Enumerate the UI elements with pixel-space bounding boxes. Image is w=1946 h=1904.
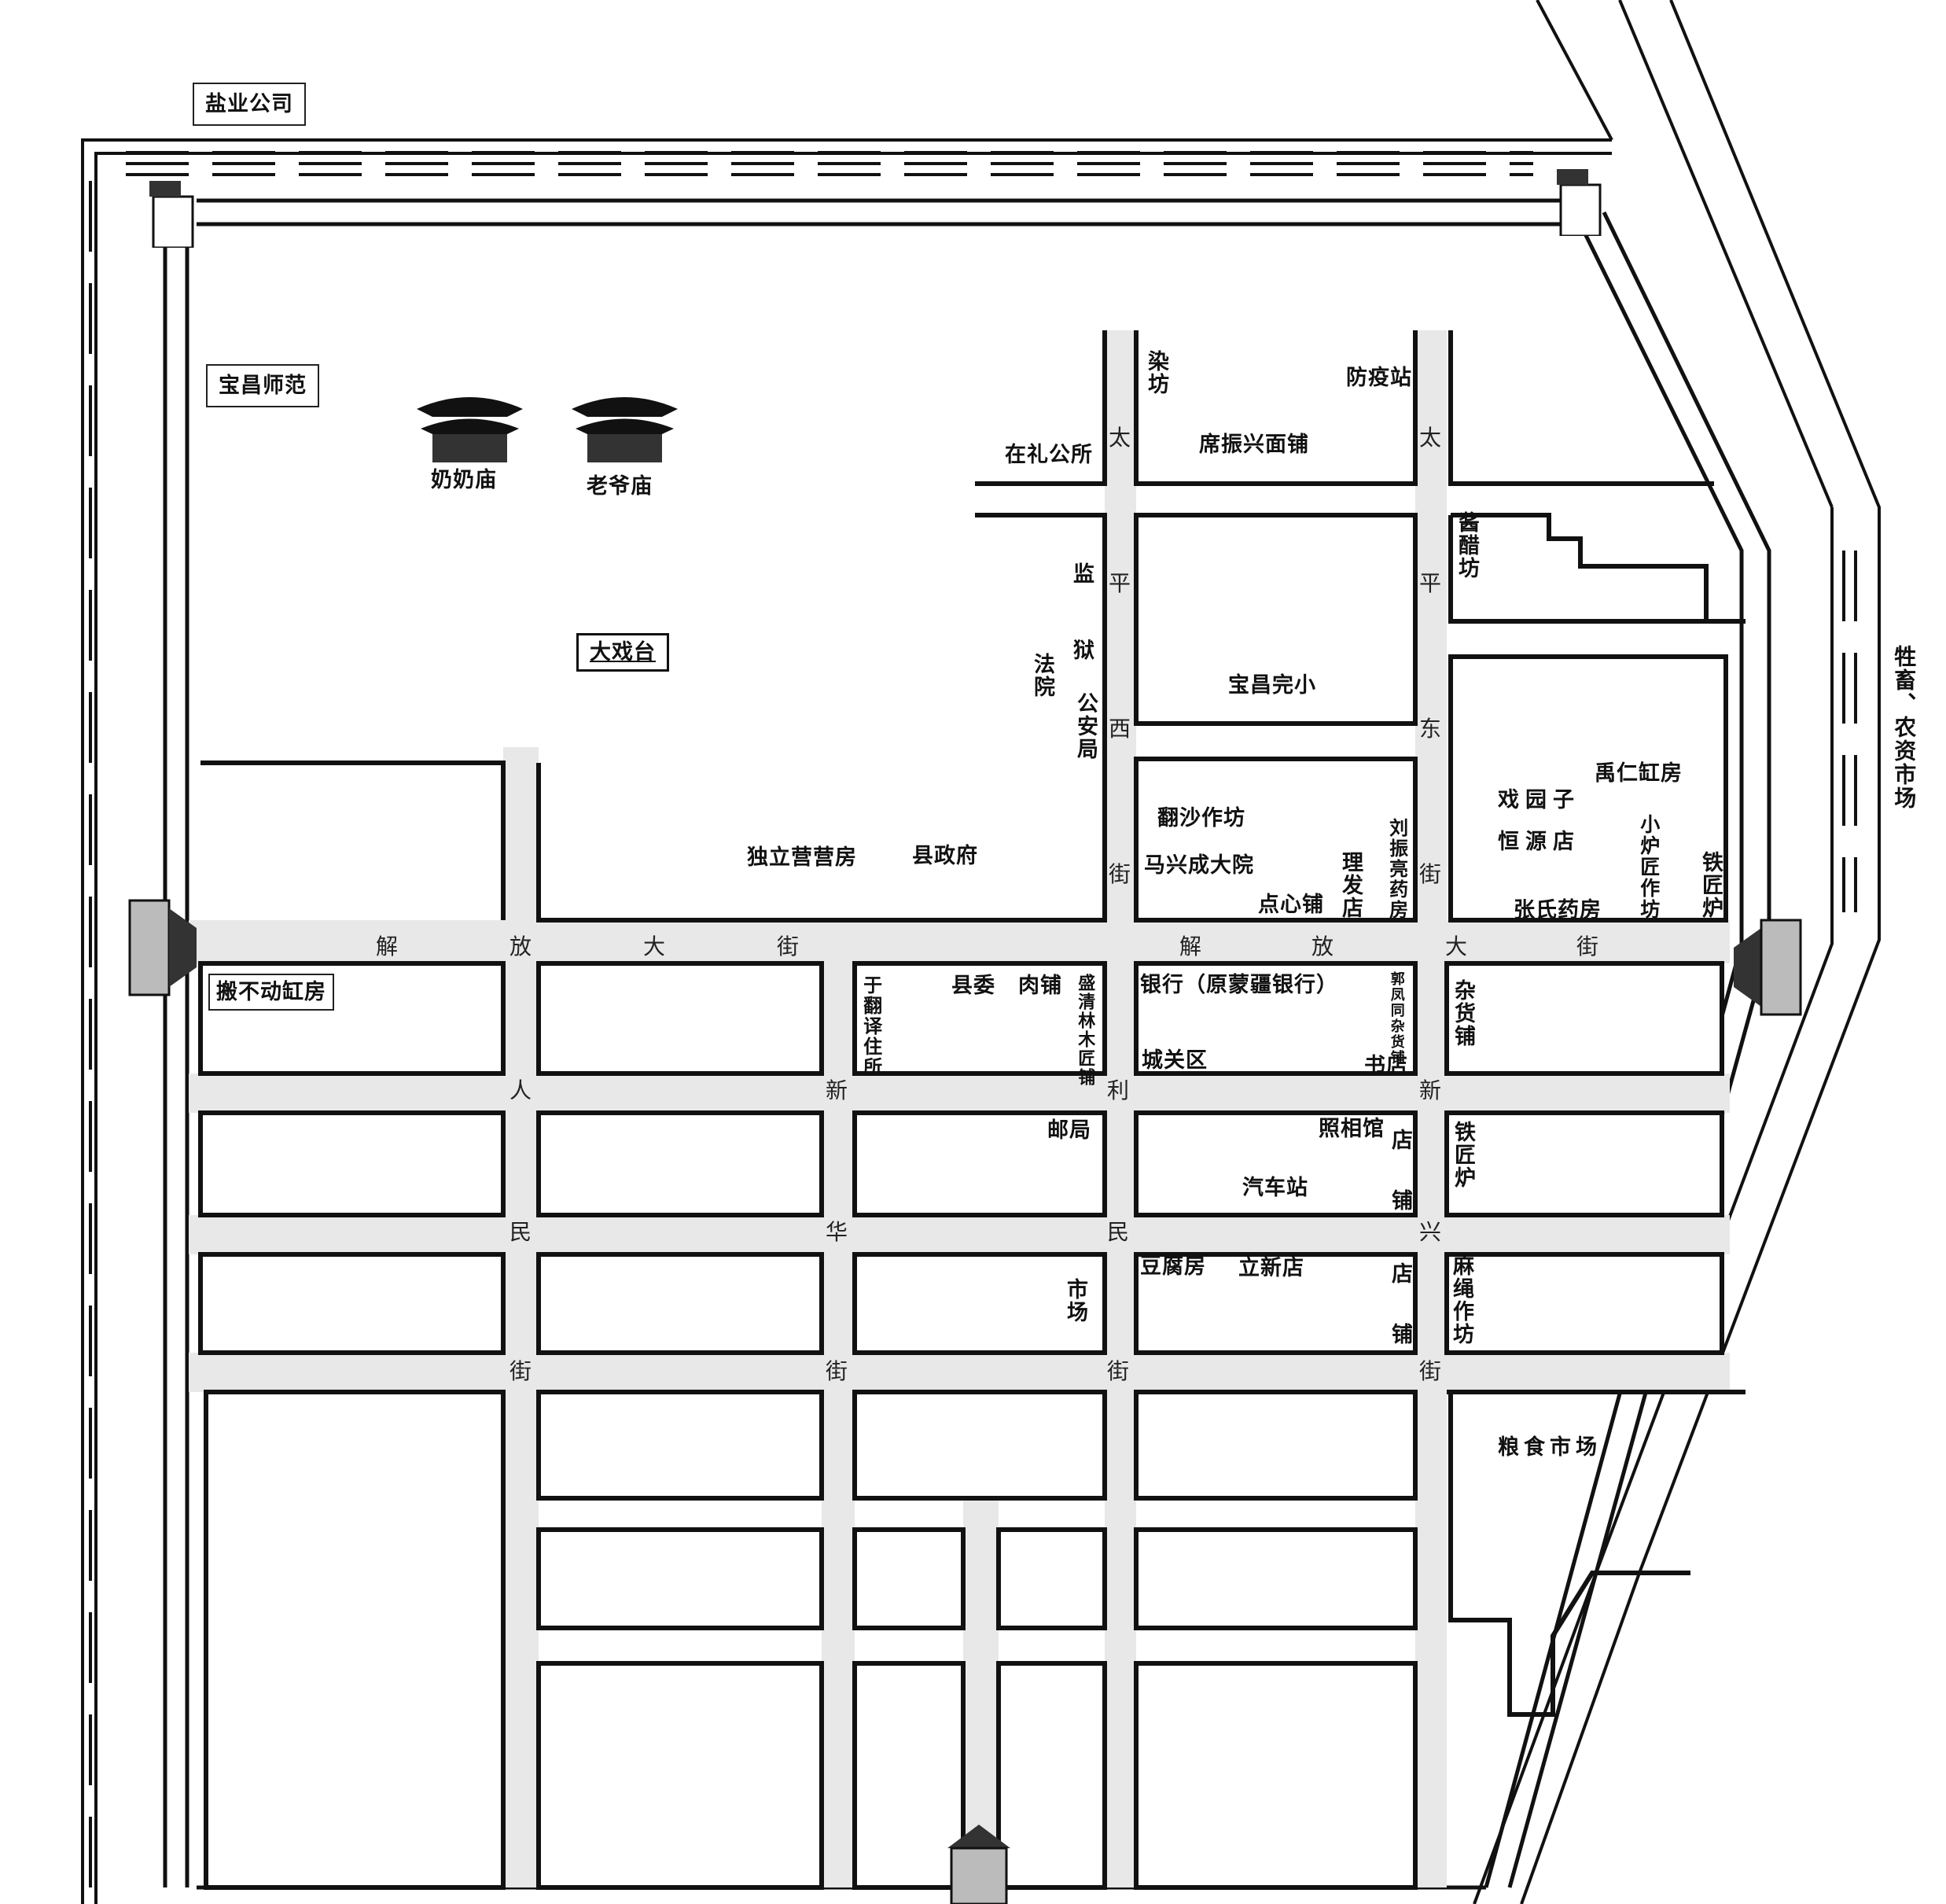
street-jiefang-4: 街 xyxy=(777,934,800,959)
street-taipingdong-4: 街 xyxy=(1419,861,1442,887)
street-taipingdong-2: 平 xyxy=(1419,570,1442,596)
street-renmin-1: 人 xyxy=(509,1077,532,1103)
label-fansha: 翻沙作坊 xyxy=(1157,806,1245,830)
label-yu-residence: 于翻译住所 xyxy=(859,975,882,1077)
south-gate-icon xyxy=(940,1825,1018,1904)
label-yuren: 禹仁缸房 xyxy=(1595,761,1683,786)
label-zaili: 在礼公所 xyxy=(1005,443,1093,467)
label-tofu: 豆腐房 xyxy=(1140,1254,1206,1279)
label-livestock-market: 牲畜、农资市场 xyxy=(1891,645,1918,810)
label-dyeing: 染坊 xyxy=(1144,350,1169,396)
label-lixin: 立新店 xyxy=(1238,1256,1304,1280)
street-jiefang-e1: 解 xyxy=(1179,934,1202,959)
street-xinhua-1: 新 xyxy=(826,1077,848,1103)
street-taipingxi-3: 西 xyxy=(1109,716,1131,742)
street-jiefang-e4: 街 xyxy=(1576,934,1599,959)
label-shop-2: 店铺 xyxy=(1388,1262,1413,1383)
label-dianxin: 点心铺 xyxy=(1258,893,1324,917)
label-barracks: 独立营营房 xyxy=(747,845,857,870)
street-taipingxi-4: 街 xyxy=(1109,861,1131,887)
label-bank: 银行（原蒙疆银行） xyxy=(1140,973,1338,997)
label-zhang-pharmacy: 张氏药房 xyxy=(1514,898,1602,923)
label-grain: 粮食市场 xyxy=(1498,1435,1602,1460)
label-primary: 宝昌完小 xyxy=(1228,673,1316,698)
label-butcher: 肉铺 xyxy=(1018,974,1062,998)
label-banbudong: 搬不动缸房 xyxy=(208,974,334,1011)
street-xinxing-2: 兴 xyxy=(1419,1219,1442,1245)
east-gate-icon xyxy=(1730,912,1804,1022)
street-jiefang-e2: 放 xyxy=(1311,934,1334,959)
street-taipingxi-1: 太 xyxy=(1109,425,1131,451)
street-taipingdong-3: 东 xyxy=(1419,716,1442,742)
label-blacksmith-1: 铁匠炉 xyxy=(1698,851,1723,919)
street-xinhua-3: 街 xyxy=(826,1358,848,1384)
street-limin-2: 民 xyxy=(1107,1219,1130,1245)
street-limin-3: 街 xyxy=(1107,1358,1130,1384)
street-taipingdong-1: 太 xyxy=(1419,425,1442,451)
label-bus: 汽车站 xyxy=(1242,1176,1308,1200)
label-sheng-carpenter: 盛清林木匠铺 xyxy=(1075,974,1095,1087)
street-jiefang-2: 放 xyxy=(509,934,532,959)
nainai-temple-icon xyxy=(413,385,527,464)
label-chengguan: 城关区 xyxy=(1142,1048,1208,1073)
street-jiefang-1: 解 xyxy=(376,934,399,959)
label-county-committee: 县委 xyxy=(951,974,995,998)
label-grocery: 杂货铺 xyxy=(1451,979,1476,1048)
label-maxingcheng: 马兴成大院 xyxy=(1144,853,1254,878)
laoye-temple-icon xyxy=(568,385,682,464)
label-small-forge: 小炉匠作坊 xyxy=(1637,814,1661,920)
label-normal-school: 宝昌师范 xyxy=(206,364,319,408)
street-taipingxi-2: 平 xyxy=(1109,570,1131,596)
street-renmin-3: 街 xyxy=(509,1358,532,1384)
label-prison: 监狱 xyxy=(1069,562,1094,715)
label-barber: 理发店 xyxy=(1338,851,1363,919)
label-shop-1: 店铺 xyxy=(1388,1129,1413,1250)
corner-tower-nw-icon xyxy=(145,177,200,249)
street-jiefang-e3: 大 xyxy=(1445,934,1468,959)
label-police: 公安局 xyxy=(1073,692,1098,760)
street-jiefang-3: 大 xyxy=(643,934,666,959)
label-post: 邮局 xyxy=(1047,1118,1091,1143)
label-big-stage: 大戏台 xyxy=(576,633,669,672)
label-salt-company: 盐业公司 xyxy=(193,83,306,127)
label-xiyuanzi: 戏园子 xyxy=(1498,788,1580,812)
street-xinxing-3: 街 xyxy=(1419,1358,1442,1384)
label-laoye-temple: 老爷庙 xyxy=(587,474,653,499)
label-photo: 照相馆 xyxy=(1319,1117,1385,1141)
label-liu-pharmacy: 刘振亮药房 xyxy=(1385,818,1408,920)
label-sauce: 酱醋坊 xyxy=(1455,511,1480,580)
west-gate-icon xyxy=(126,893,200,1003)
label-guo-grocery: 郭凤同杂货铺 xyxy=(1388,971,1405,1066)
label-bookstore: 书店 xyxy=(1364,1054,1408,1078)
label-epidemic: 防疫站 xyxy=(1346,366,1412,390)
label-xi-noodle: 席振兴面铺 xyxy=(1199,433,1309,457)
street-limin-1: 利 xyxy=(1107,1077,1130,1103)
label-court: 法院 xyxy=(1030,653,1055,698)
street-xinhua-2: 华 xyxy=(826,1219,848,1245)
label-market: 市场 xyxy=(1063,1278,1088,1324)
corner-tower-ne-icon xyxy=(1553,165,1608,238)
label-rope: 麻绳作坊 xyxy=(1449,1254,1474,1346)
street-renmin-2: 民 xyxy=(509,1219,532,1245)
label-hengyuan: 恒源店 xyxy=(1498,830,1580,854)
label-nainai-temple: 奶奶庙 xyxy=(431,468,497,492)
label-blacksmith-2: 铁匠炉 xyxy=(1451,1121,1476,1189)
street-xinxing-1: 新 xyxy=(1419,1077,1442,1103)
label-county-gov: 县政府 xyxy=(912,844,978,868)
